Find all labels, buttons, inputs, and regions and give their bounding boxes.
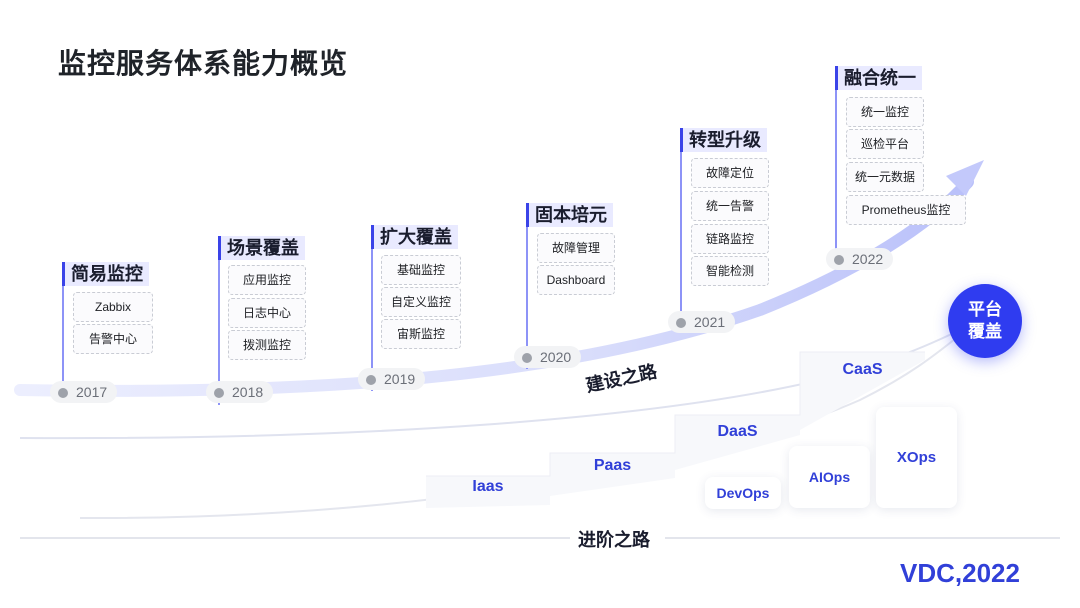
- stage-item: 故障管理: [537, 233, 615, 263]
- ops-card-aiops: AIOps: [789, 446, 870, 508]
- stair-step-daas: [675, 415, 800, 470]
- step-label-paas: Paas: [593, 457, 632, 474]
- stage-item: 告警中心: [73, 324, 153, 354]
- stage-item: 自定义监控: [381, 287, 461, 317]
- year-dot-icon: [522, 353, 532, 363]
- year-dot-icon: [676, 318, 686, 328]
- stage-item: 故障定位: [691, 158, 769, 188]
- stage-heading: 简易监控: [62, 262, 149, 286]
- stage-item: 宙斯监控: [381, 319, 461, 349]
- step-label-daas: DaaS: [717, 423, 758, 440]
- page-title: 监控服务体系能力概览: [58, 48, 349, 79]
- stair-step-iaas: [426, 476, 550, 508]
- year-badge: 2019: [358, 368, 426, 390]
- stage-heading: 扩大覆盖: [371, 225, 458, 249]
- stage-item: Prometheus监控: [846, 195, 966, 225]
- year-dot-icon: [214, 388, 224, 398]
- stage-item: 拨测监控: [228, 330, 306, 360]
- stage-item: Dashboard: [537, 265, 615, 295]
- year-dot-icon: [366, 375, 376, 385]
- year-badge: 2020: [514, 346, 582, 368]
- year-badge: 2017: [50, 381, 118, 403]
- stair-step-paas: [550, 453, 675, 496]
- ops-card-devops: DevOps: [705, 477, 781, 509]
- stage-heading: 场景覆盖: [218, 236, 305, 260]
- year-badge: 2021: [668, 311, 736, 333]
- stage-item: 链路监控: [691, 224, 769, 254]
- stage-item: 巡检平台: [846, 129, 924, 159]
- year-dot-icon: [58, 388, 68, 398]
- build-road-line: [19, 319, 981, 440]
- stage-item: 统一监控: [846, 97, 924, 127]
- stage-item: 日志中心: [228, 298, 306, 328]
- step-label-caas: CaaS: [842, 361, 883, 378]
- advance-road-label: 进阶之路: [578, 530, 650, 550]
- stage-item: 智能检测: [691, 256, 769, 286]
- stage-item: 应用监控: [228, 265, 306, 295]
- year-badge: 2022: [826, 248, 894, 270]
- stage-heading: 固本培元: [526, 203, 613, 227]
- ops-card-xops: XOps: [876, 407, 957, 508]
- vdc-logo: VDC,2022: [900, 558, 1020, 588]
- stage-item: 统一告警: [691, 191, 769, 221]
- stair-step-caas: [800, 352, 925, 430]
- step-label-iaas: Iaas: [472, 478, 504, 495]
- growth-arrow-head: [946, 160, 984, 196]
- platform-coverage-badge: 平台覆盖: [948, 284, 1022, 358]
- year-badge: 2018: [206, 381, 274, 403]
- stage-heading: 转型升级: [680, 128, 767, 152]
- stage-item: 基础监控: [381, 255, 461, 285]
- stage-item: Zabbix: [73, 292, 153, 322]
- year-dot-icon: [834, 255, 844, 265]
- stage-heading: 融合统一: [835, 66, 922, 90]
- stage-item: 统一元数据: [846, 162, 924, 192]
